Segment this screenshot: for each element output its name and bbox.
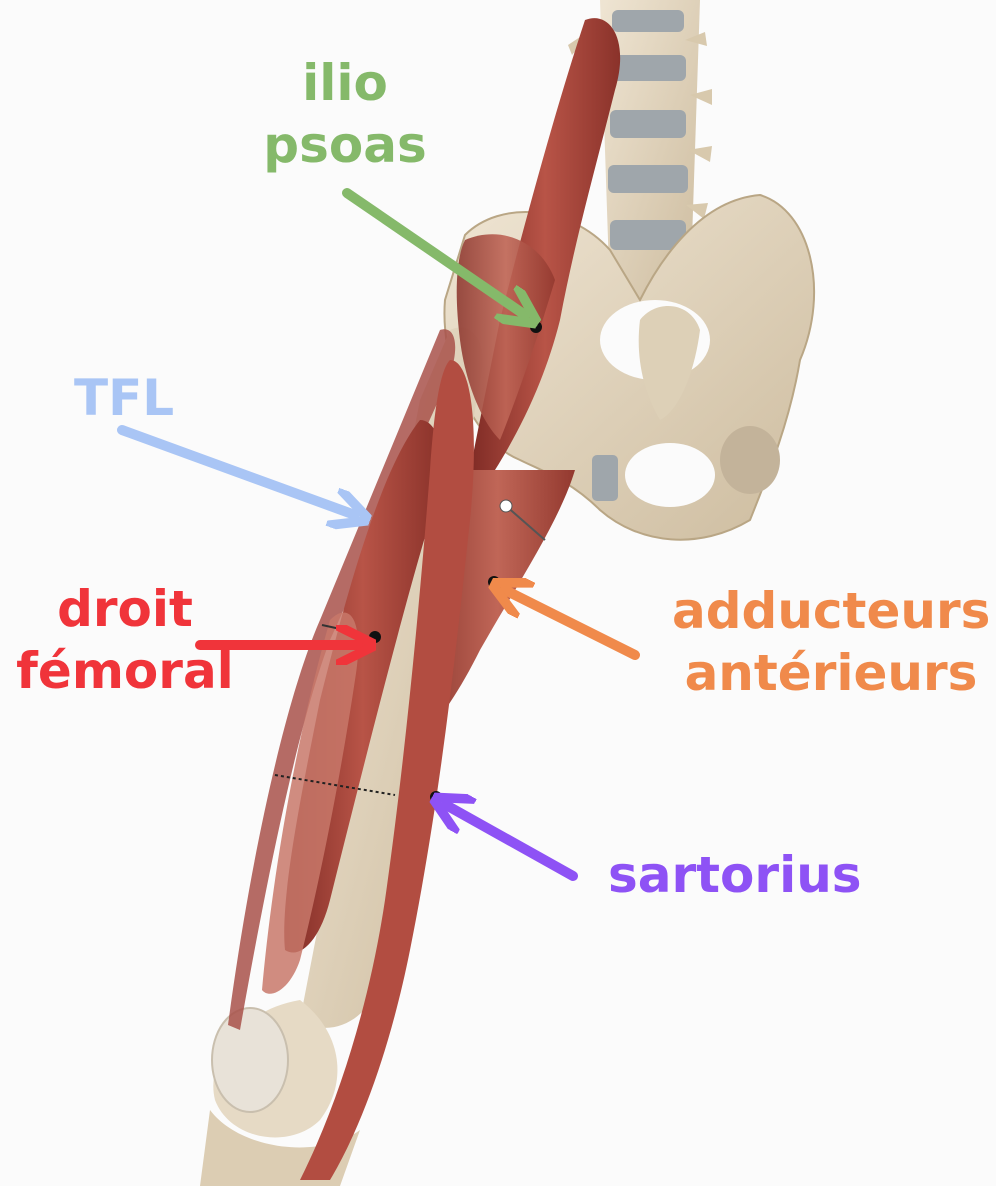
pin-marker-icon — [488, 576, 500, 588]
droit-femoral-label-line-2: fémoral — [10, 640, 240, 702]
iliopsoas-label-line-1: ilio — [245, 52, 445, 114]
droit-femoral-label: droit fémoral — [10, 578, 240, 702]
pin-marker-icon — [530, 321, 542, 333]
knee-illustration — [212, 1008, 288, 1112]
pin-marker-icon — [500, 500, 512, 512]
tfl-label: TFL — [74, 367, 174, 429]
pin-marker-icon — [430, 791, 442, 803]
adducteurs-label: adducteurs antérieurs — [672, 580, 990, 704]
adducteurs-label-line-2: antérieurs — [672, 642, 990, 704]
sartorius-arrow-icon — [446, 805, 573, 876]
sartorius-label-line-1: sartorius — [608, 844, 862, 906]
adducteurs-arrow-icon — [505, 590, 635, 655]
tfl-arrow-icon — [122, 430, 355, 515]
adducteurs-label-line-1: adducteurs — [672, 580, 990, 642]
iliopsoas-label: ilio psoas — [245, 52, 445, 176]
iliopsoas-label-line-2: psoas — [245, 114, 445, 176]
droit-femoral-label-line-1: droit — [10, 578, 240, 640]
sartorius-label: sartorius — [608, 844, 862, 906]
tfl-label-line-1: TFL — [74, 367, 174, 429]
pin-marker-icon — [369, 631, 381, 643]
